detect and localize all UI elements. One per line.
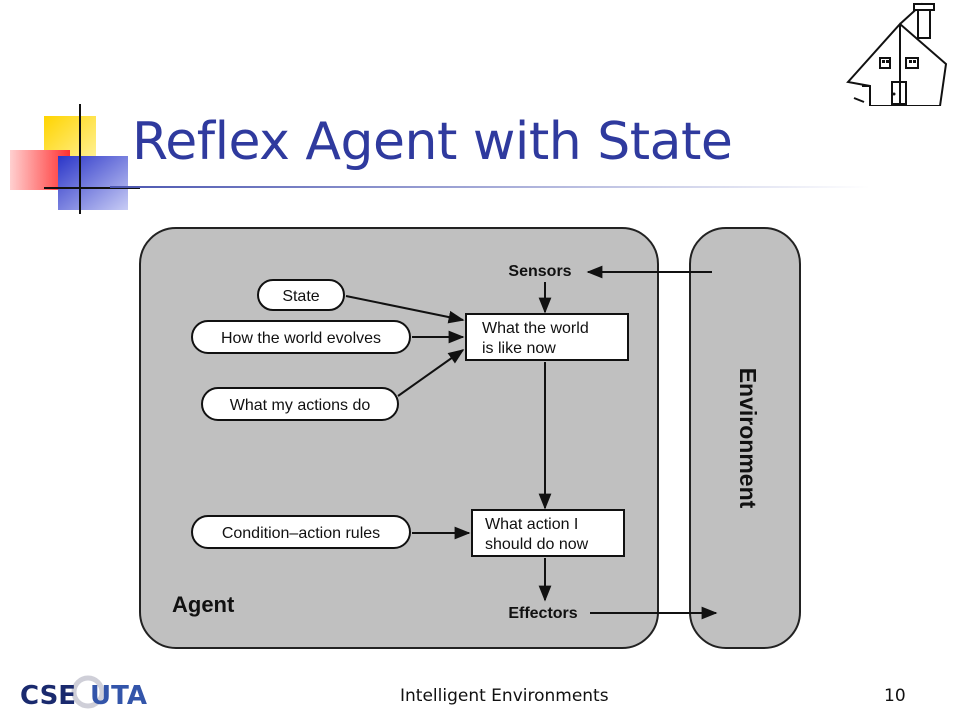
corner-decoration: [10, 104, 140, 214]
environment-label: Environment: [735, 368, 761, 509]
world-evolves-oval: [191, 320, 411, 354]
state-to-world-arrow: [345, 295, 465, 324]
svg-text:UTA: UTA: [90, 681, 147, 711]
svg-text:CSE: CSE: [20, 681, 76, 711]
action-box: [471, 509, 625, 557]
world-now-line2: is like now: [482, 340, 556, 357]
my-actions-oval: [201, 387, 399, 421]
rules-oval: [191, 515, 411, 549]
page-number: 10: [884, 686, 906, 706]
world-now-line1: What the world: [482, 320, 589, 337]
blue-square: [58, 156, 128, 210]
agent-label: Agent: [172, 592, 235, 617]
my-actions-label: What my actions do: [230, 397, 371, 414]
rules-label: Condition–action rules: [222, 525, 380, 542]
cse-uta-logo: CSE UTA: [20, 675, 147, 711]
state-oval: [257, 279, 345, 311]
world-now-box: [465, 313, 629, 361]
slide-title: Reflex Agent with State: [132, 112, 733, 172]
sensors-label: Sensors: [508, 263, 571, 280]
effectors-label: Effectors: [508, 605, 577, 622]
agent-panel: [139, 227, 659, 649]
action-line1: What action I: [485, 516, 578, 533]
action-line2: should do now: [485, 536, 589, 553]
house-icon: [846, 2, 948, 106]
world-evolves-label: How the world evolves: [221, 330, 381, 347]
title-underline: [110, 186, 870, 188]
state-label: State: [282, 288, 319, 305]
actions-to-world-arrow: [397, 349, 465, 397]
environment-panel: [689, 227, 801, 649]
footer-title: Intelligent Environments: [400, 686, 609, 706]
